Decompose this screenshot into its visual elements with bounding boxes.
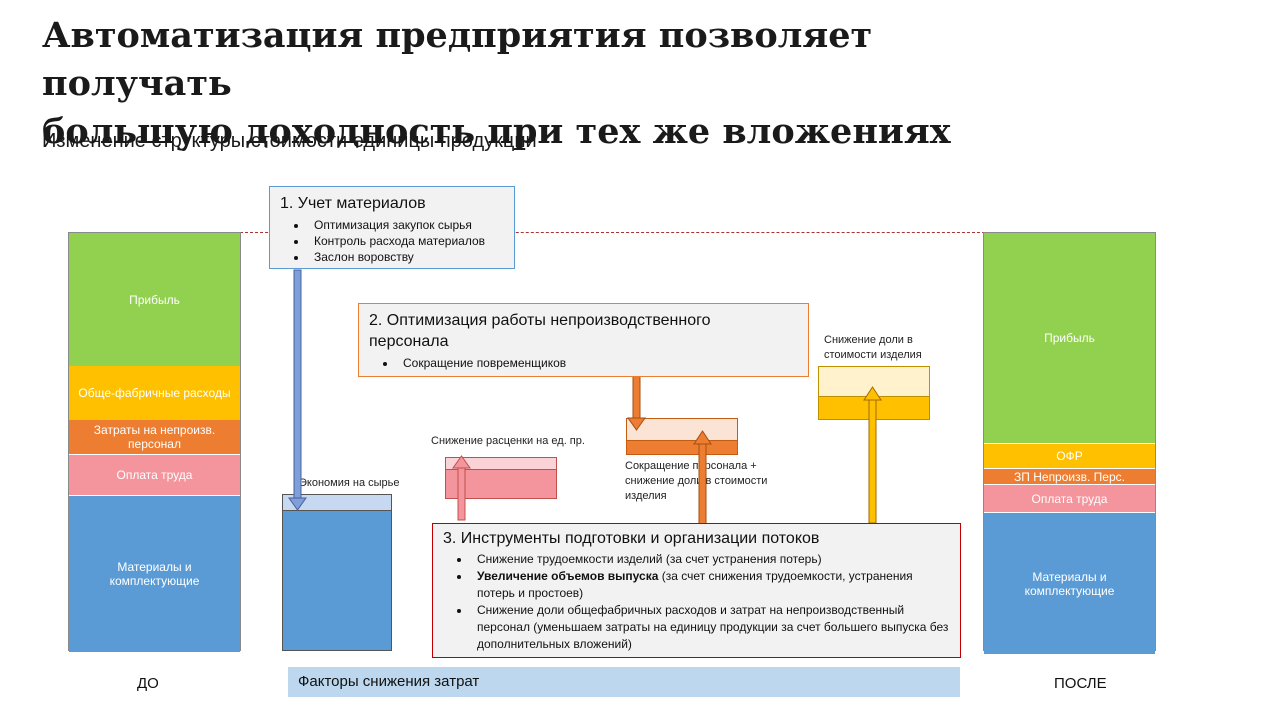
after-profit: Прибыль <box>984 233 1155 443</box>
before-label: ДО <box>137 675 159 692</box>
staff-cut-label: Сокращение персонала + снижение доли в с… <box>625 460 768 502</box>
before-profit: Прибыль <box>69 233 240 366</box>
before-stack: Прибыль Обще-фабричные расходы Затраты н… <box>68 232 241 652</box>
after-stack: Прибыль ОФР ЗП Непроизв. Перс. Оплата тр… <box>983 232 1156 654</box>
after-overhead: ОФР <box>984 443 1155 468</box>
raw-savings-top <box>283 495 391 511</box>
tools-box-title: 3. Инструменты подготовки и организации … <box>443 530 820 547</box>
before-labor: Оплата труда <box>69 454 240 495</box>
tools-box-item: Снижение трудоемкости изделий (за счет у… <box>471 551 950 568</box>
before-nonprod-staff: Затраты на непроизв. персонал <box>69 420 240 454</box>
after-labor: Оплата труда <box>984 484 1155 512</box>
arrow-overhead-up <box>863 386 882 524</box>
tools-box-item: Снижение доли общефабричных расходов и з… <box>471 602 950 653</box>
materials-box-item: Контроль расхода материалов <box>308 233 504 249</box>
tools-box-list: Снижение трудоемкости изделий (за счет у… <box>443 551 950 653</box>
staff-box-item: Сокращение повременщиков <box>397 355 798 372</box>
staff-cut-block <box>626 418 738 455</box>
after-materials: Материалы и комплектующие <box>984 512 1155 654</box>
staff-optimization-box: 2. Оптимизация работы непроизводственног… <box>358 303 809 377</box>
before-materials: Материалы и комплектующие <box>69 495 240 652</box>
tools-box-item: Увеличение объемов выпуска (за счет сниж… <box>471 568 950 602</box>
staff-box-list: Сокращение повременщиков <box>369 355 798 372</box>
tools-box-item-rest: (за счет снижения трудоемкости, устранен… <box>477 569 913 600</box>
title-line-2: большую доходность при тех же вложениях <box>42 111 951 152</box>
title-line-1: Автоматизация предприятия позволяет полу… <box>42 15 873 104</box>
materials-box-item: Заслон воровству <box>308 249 504 265</box>
materials-box-title: 1. Учет материалов <box>280 195 426 212</box>
materials-box-item: Оптимизация закупок сырья <box>308 217 504 233</box>
page-subtitle: Изменение структуры стоимости единицы пр… <box>42 130 537 152</box>
overhead-share-label: Снижение доли в стоимости изделия <box>824 334 922 361</box>
after-nonprod-staff: ЗП Непроизв. Перс. <box>984 468 1155 484</box>
before-overhead: Обще-фабричные расходы <box>69 366 240 420</box>
labor-rate-label: Снижение расценки на ед. пр. <box>431 435 585 447</box>
staff-cut-top <box>627 419 737 441</box>
arrow-labor-up <box>452 455 471 521</box>
arrow-staff-up <box>693 430 712 526</box>
materials-accounting-box: 1. Учет материалов Оптимизация закупок с… <box>269 186 515 269</box>
arrow-staff-down <box>627 375 646 431</box>
tools-box-item-bold: Увеличение объемов выпуска <box>477 569 659 583</box>
page-title: Автоматизация предприятия позволяет полу… <box>42 12 1042 156</box>
raw-savings-block <box>282 494 392 651</box>
labor-rate-top <box>446 458 556 470</box>
materials-box-list: Оптимизация закупок сырья Контроль расхо… <box>280 217 504 265</box>
after-label: ПОСЛЕ <box>1054 675 1107 692</box>
flow-tools-box: 3. Инструменты подготовки и организации … <box>432 523 961 658</box>
cost-factors-bar: Факторы снижения затрат <box>288 667 960 697</box>
staff-box-title: 2. Оптимизация работы непроизводственног… <box>369 312 711 350</box>
baseline-dashed <box>240 232 985 233</box>
raw-savings-label: Экономия на сырье <box>299 477 400 489</box>
arrow-materials-down <box>288 269 307 511</box>
